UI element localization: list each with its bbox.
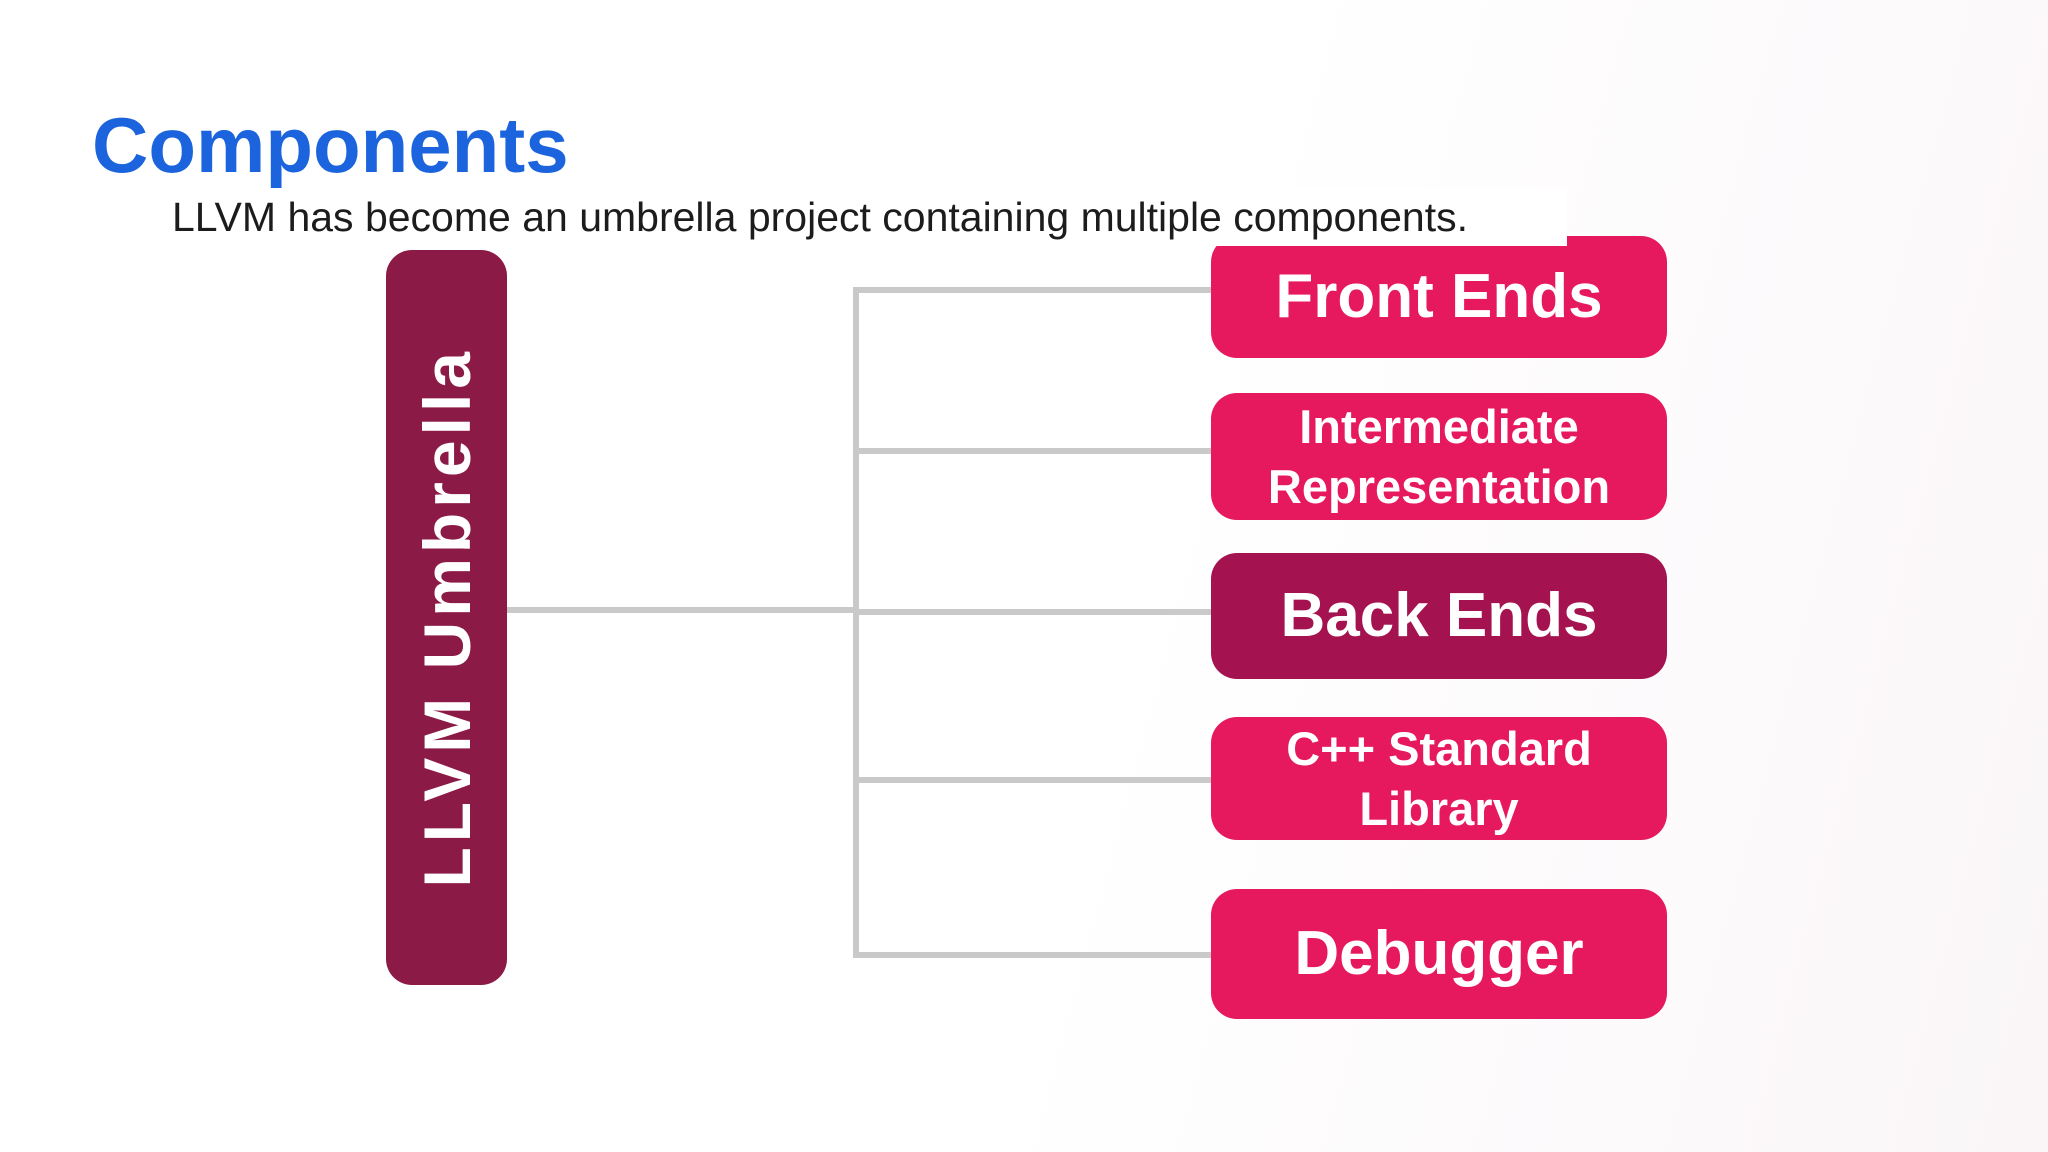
connector-trunk-vertical [853,287,859,958]
node-back-ends: Back Ends [1211,553,1667,679]
connector-branch-intermediate-representation [853,448,1211,454]
node-intermediate-representation-label: Intermediate Representation [1267,399,1611,513]
node-back-ends-label: Back Ends [1280,580,1598,650]
node-cpp-standard-library: C++ Standard Library [1211,717,1667,840]
node-debugger-label: Debugger [1294,918,1584,988]
node-front-ends: Front Ends [1211,236,1667,358]
connector-trunk-horizontal [507,607,859,613]
node-cpp-standard-library-label: C++ Standard Library [1286,721,1592,835]
node-llvm-umbrella: LLVM Umbrella [386,250,507,985]
node-debugger: Debugger [1211,889,1667,1019]
subtitle-bar: LLVM has become an umbrella project cont… [130,188,1567,246]
connector-branch-cpp-standard-library [853,777,1211,783]
connector-branch-back-ends [853,609,1211,615]
connector-branch-front-ends [853,287,1211,293]
connector-branch-debugger [853,952,1211,958]
node-llvm-umbrella-label: LLVM Umbrella [409,347,484,888]
page-subtitle: LLVM has become an umbrella project cont… [172,193,1469,240]
node-front-ends-label: Front Ends [1275,261,1603,331]
node-intermediate-representation: Intermediate Representation [1211,393,1667,520]
page-title: Components [92,101,569,189]
